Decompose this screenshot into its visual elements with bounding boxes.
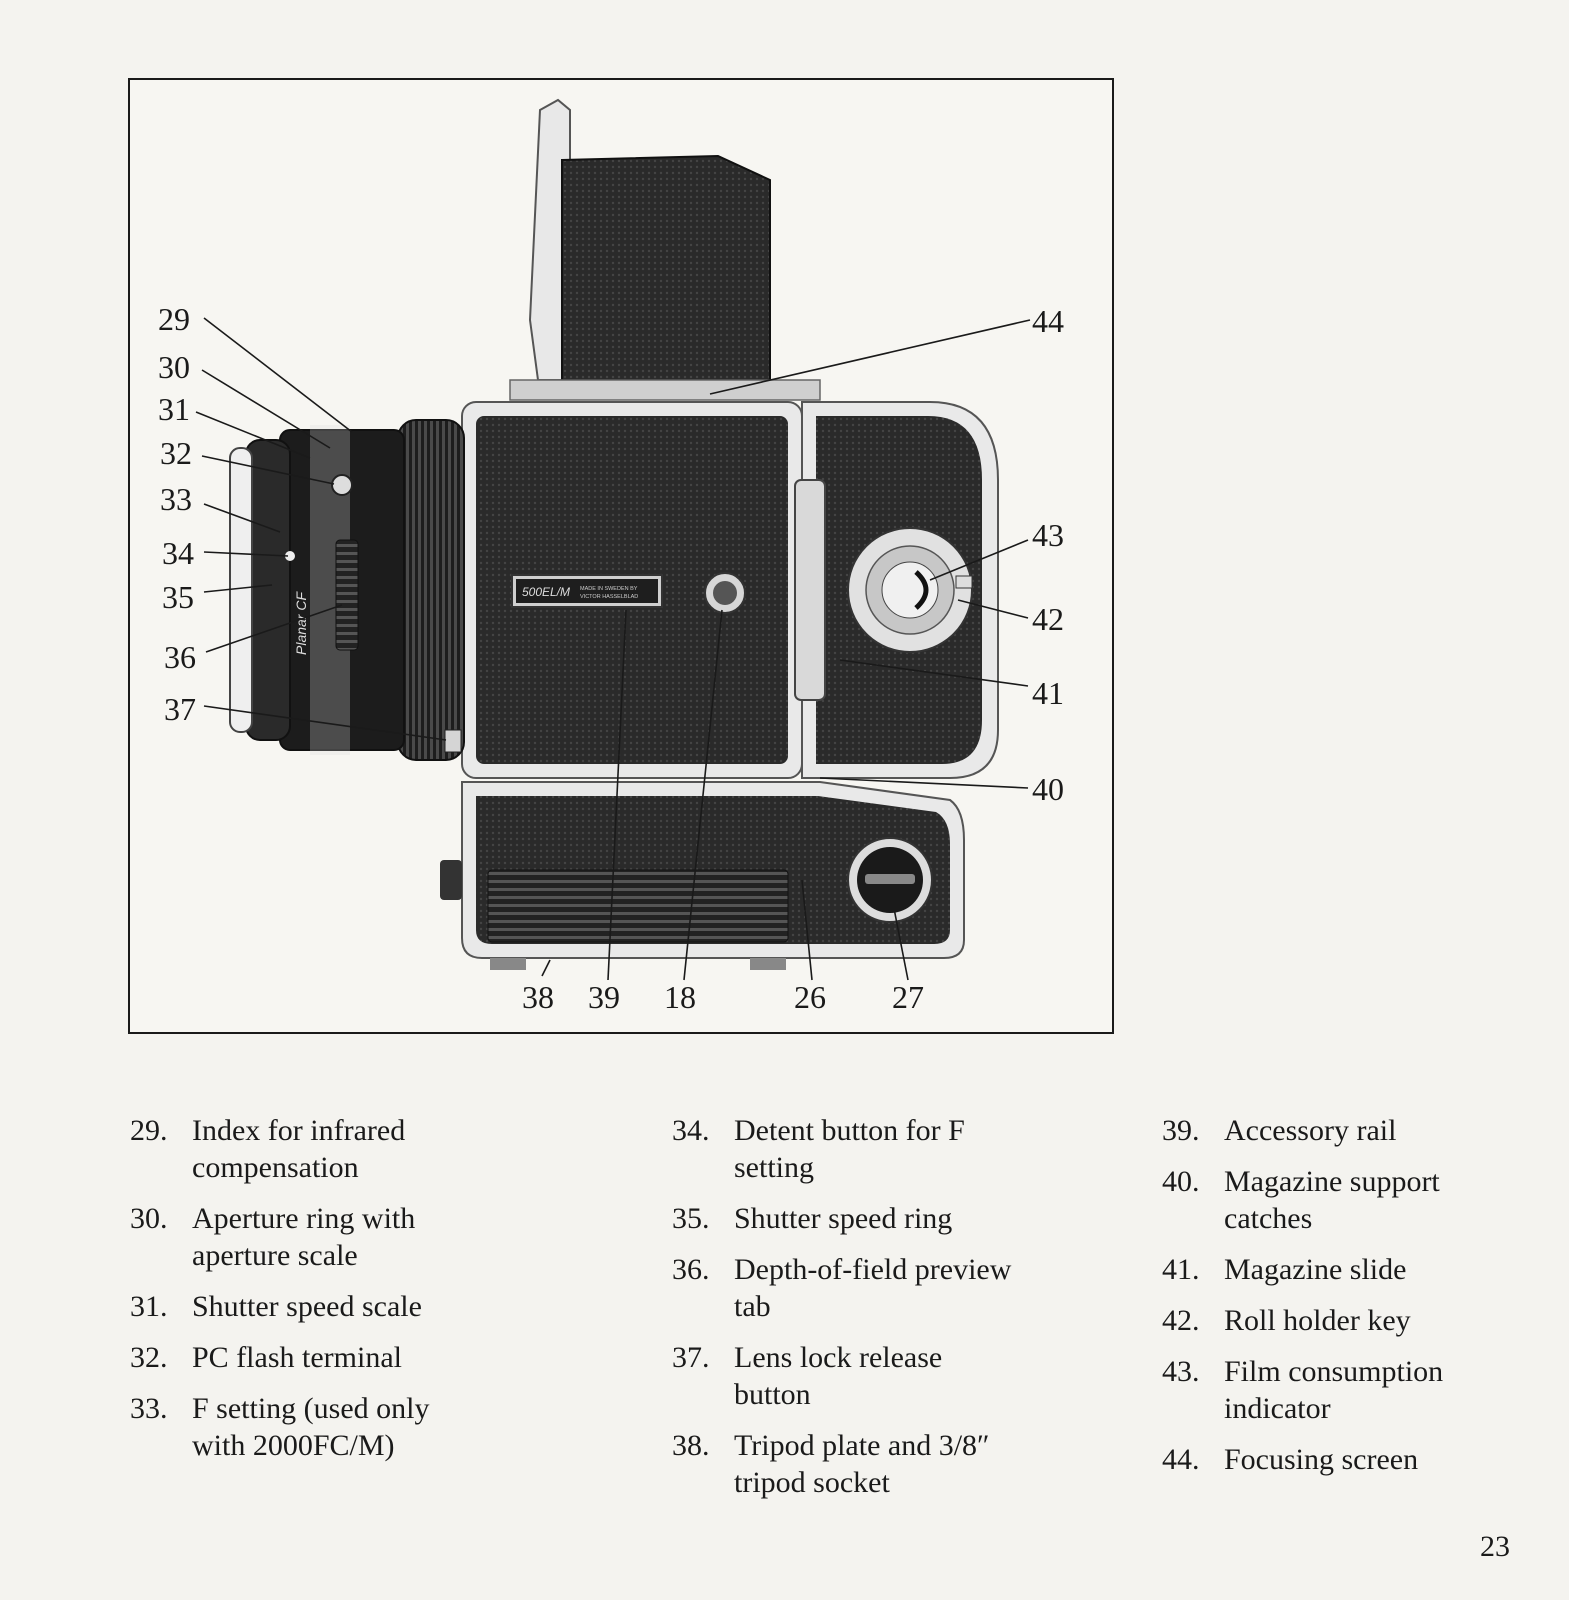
page-number: 23 xyxy=(1480,1530,1510,1563)
callout-27: 27 xyxy=(892,979,924,1015)
leader-lines xyxy=(195,317,1031,981)
nameplate-model: 500EL/M xyxy=(522,585,570,599)
legend-text: Lens lock release button xyxy=(734,1341,943,1411)
callout-29: 29 xyxy=(158,301,190,337)
legend-number: 42. xyxy=(1162,1304,1200,1337)
legend-text: Focusing screen xyxy=(1224,1443,1419,1476)
callout-41: 41 xyxy=(1032,675,1064,711)
callout-31: 31 xyxy=(158,391,190,427)
callout-37: 37 xyxy=(164,691,196,727)
callout-labels: 29 30 31 32 33 34 35 36 37 44 43 42 41 4… xyxy=(158,301,1064,1015)
legend-text: Magazine support catches xyxy=(1224,1165,1440,1235)
camera-illustration: 500EL/M MADE IN SWEDEN BY VICTOR HASSELB… xyxy=(158,98,1064,1015)
legend-text: Shutter speed ring xyxy=(734,1202,953,1235)
legend-item: 34. Detent button for F setting xyxy=(672,1112,1024,1186)
legend-number: 31. xyxy=(130,1290,168,1323)
legend-text: Roll holder key xyxy=(1224,1304,1411,1337)
magazine-slide xyxy=(794,479,826,701)
legend-item: 40. Magazine support catches xyxy=(1162,1163,1524,1237)
camera-body: 500EL/M MADE IN SWEDEN BY VICTOR HASSELB… xyxy=(461,401,803,779)
legend-number: 44. xyxy=(1162,1443,1200,1476)
legend-number: 39. xyxy=(1162,1114,1200,1147)
legend-number: 43. xyxy=(1162,1355,1200,1388)
legend-number: 40. xyxy=(1162,1165,1200,1198)
legend-item: 41. Magazine slide xyxy=(1162,1251,1524,1288)
legend-item: 37. Lens lock release button xyxy=(672,1339,1024,1413)
legend-item: 44. Focusing screen xyxy=(1162,1441,1524,1478)
legend-text: Magazine slide xyxy=(1224,1253,1407,1286)
legend-item: 31. Shutter speed scale xyxy=(130,1288,482,1325)
nameplate-line2: VICTOR HASSELBLAD xyxy=(580,594,638,600)
legend-text: Accessory rail xyxy=(1224,1114,1397,1147)
legend-text: PC flash terminal xyxy=(192,1341,402,1374)
legend-item: 30. Aperture ring with aperture scale xyxy=(130,1200,482,1274)
lens: Planar CF xyxy=(229,419,465,761)
legend-item: 43. Film consumption indicator xyxy=(1162,1353,1524,1427)
callout-43: 43 xyxy=(1032,517,1064,553)
callout-33: 33 xyxy=(160,481,192,517)
legend-text: Film consumption indicator xyxy=(1224,1355,1444,1425)
legend-item: 42. Roll holder key xyxy=(1162,1302,1524,1339)
callout-30: 30 xyxy=(158,349,190,385)
callout-36: 36 xyxy=(164,639,196,675)
legend-item: 36. Depth-of-field preview tab xyxy=(672,1251,1024,1325)
legend-column-2: 34. Detent button for F setting 35. Shut… xyxy=(672,1112,1024,1515)
callout-44: 44 xyxy=(1032,303,1064,339)
callout-26: 26 xyxy=(794,979,826,1015)
legend-item: 39. Accessory rail xyxy=(1162,1112,1524,1149)
legend-text: Tripod plate and 3/8″ tripod socket xyxy=(734,1429,990,1499)
legend-number: 35. xyxy=(672,1202,710,1235)
legend-number: 32. xyxy=(130,1341,168,1374)
legend-item: 38. Tripod plate and 3/8″ tripod socket xyxy=(672,1427,1024,1501)
legend-item: 33. F setting (used only with 2000FC/M) xyxy=(130,1390,482,1464)
callout-38: 38 xyxy=(522,979,554,1015)
legend-item: 35. Shutter speed ring xyxy=(672,1200,1024,1237)
legend-item: 32. PC flash terminal xyxy=(130,1339,482,1376)
legend-number: 38. xyxy=(672,1429,710,1462)
legend-text: Detent button for F setting xyxy=(734,1114,965,1184)
legend-number: 37. xyxy=(672,1341,710,1374)
legend-number: 36. xyxy=(672,1253,710,1286)
camera-figure: 500EL/M MADE IN SWEDEN BY VICTOR HASSELB… xyxy=(128,78,1114,1034)
legend-number: 29. xyxy=(130,1114,168,1147)
nameplate-line1: MADE IN SWEDEN BY xyxy=(580,586,638,592)
legend-number: 34. xyxy=(672,1114,710,1147)
legend-number: 33. xyxy=(130,1392,168,1425)
callout-42: 42 xyxy=(1032,601,1064,637)
legend-text: Index for infrared compensation xyxy=(192,1114,406,1184)
callout-40: 40 xyxy=(1032,771,1064,807)
viewfinder-hood xyxy=(509,98,821,401)
legend-text: Aperture ring with aperture scale xyxy=(192,1202,416,1272)
roll-holder-key xyxy=(955,575,973,589)
legend-column-1: 29. Index for infrared compensation 30. … xyxy=(130,1112,482,1478)
callout-35: 35 xyxy=(162,579,194,615)
callout-39: 39 xyxy=(588,979,620,1015)
legend-item: 29. Index for infrared compensation xyxy=(130,1112,482,1186)
legend-number: 30. xyxy=(130,1202,168,1235)
legend-number: 41. xyxy=(1162,1253,1200,1286)
legend-text: Shutter speed scale xyxy=(192,1290,422,1323)
callout-34: 34 xyxy=(162,535,194,571)
legend-column-3: 39. Accessory rail 40. Magazine support … xyxy=(1162,1112,1524,1492)
legend-text: Depth-of-field preview tab xyxy=(734,1253,1012,1323)
callout-32: 32 xyxy=(160,435,192,471)
motor-housing xyxy=(440,781,965,970)
legend-text: F setting (used only with 2000FC/M) xyxy=(192,1392,430,1462)
lens-brand: Planar CF xyxy=(293,591,309,655)
film-magazine xyxy=(794,401,999,779)
callout-18: 18 xyxy=(664,979,696,1015)
